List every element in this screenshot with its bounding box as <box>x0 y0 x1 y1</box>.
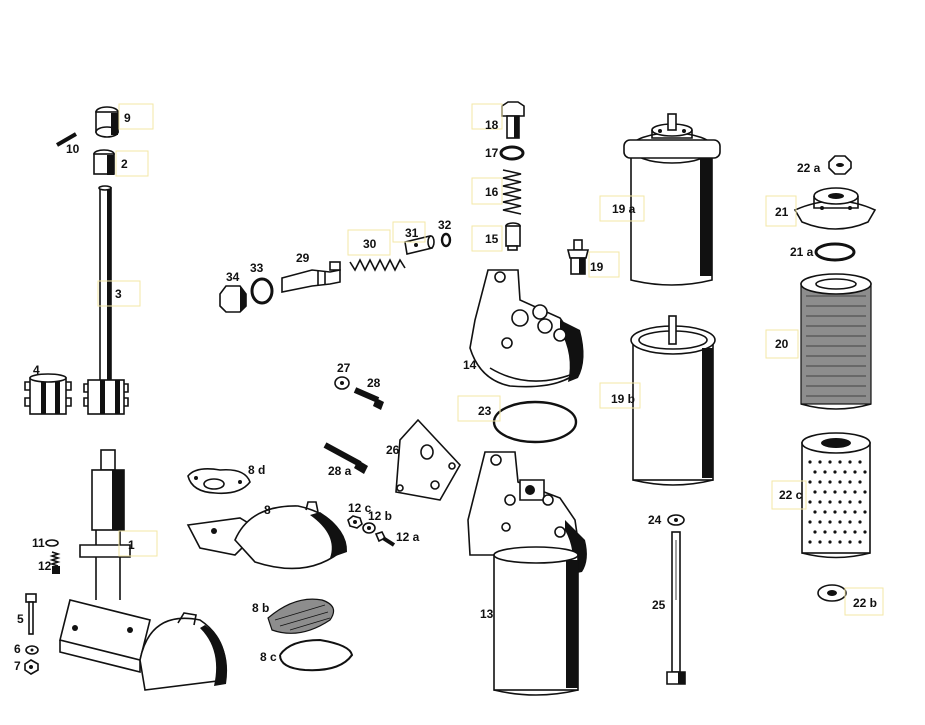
part-24-washer-icon <box>667 514 685 526</box>
part-12-spring-icon <box>49 551 61 574</box>
part-23-seal-ring-icon <box>492 400 578 444</box>
part-9-sleeve-icon <box>95 106 119 138</box>
part-12b-washer-icon <box>362 522 376 534</box>
part-16-spring-icon <box>502 169 522 215</box>
filter-canister-icon <box>623 113 721 286</box>
label-9: 9 <box>124 111 131 125</box>
part-33-seal-ring-icon <box>250 277 274 305</box>
label-19: 19 <box>590 260 604 274</box>
label-13: 13 <box>480 607 494 621</box>
part-27-washer-icon <box>334 376 350 390</box>
label-22a: 22 a <box>797 161 821 175</box>
part-25-center-bolt-icon <box>666 531 686 685</box>
label-boxes <box>97 103 884 616</box>
label-22b: 22 b <box>853 596 877 610</box>
label-21: 21 <box>775 205 789 219</box>
label-29: 29 <box>296 251 310 265</box>
part-22c-filter-element-icon <box>801 432 871 559</box>
oil-filter-housing-icon <box>469 269 584 388</box>
label-26: 26 <box>386 443 400 457</box>
part-8c-circlip-icon <box>279 638 354 672</box>
label-16: 16 <box>485 185 499 199</box>
label-12b: 12 b <box>368 509 392 523</box>
label-4: 4 <box>33 363 40 377</box>
label-1: 1 <box>128 538 135 552</box>
label-11: 11 <box>32 536 45 550</box>
label-3: 3 <box>115 287 122 301</box>
part-6-washer-icon <box>25 645 39 655</box>
oil-pump-assembly-icon <box>59 449 228 691</box>
label-25: 25 <box>652 598 666 612</box>
part-29-valve-piston-icon <box>281 261 341 293</box>
label-6: 6 <box>14 642 21 656</box>
part-7-nut-icon <box>24 659 39 675</box>
label-19b: 19 b <box>611 392 635 406</box>
label-7: 7 <box>14 659 21 673</box>
part-2-bushing-icon <box>93 149 115 175</box>
part-19-valve-icon <box>566 239 590 275</box>
filter-canister-19b-icon <box>630 315 716 486</box>
part-8b-screen-icon <box>267 598 335 634</box>
part-32-ring-icon <box>440 232 452 248</box>
part-21a-ring-icon <box>814 242 856 262</box>
part-22a-nut-icon <box>828 155 852 175</box>
label-28a: 28 a <box>328 464 352 478</box>
label-20: 20 <box>775 337 789 351</box>
part-13-filter-assembly-icon <box>467 451 587 696</box>
part-15-valve-icon <box>505 222 521 251</box>
label-33: 33 <box>250 261 264 275</box>
part-8-strainer-icon <box>186 501 348 570</box>
label-31: 31 <box>405 226 419 240</box>
label-18: 18 <box>485 118 499 132</box>
label-8b: 8 b <box>252 601 269 615</box>
filter-element-icon <box>800 273 872 410</box>
part-28a-bolt-icon <box>323 442 368 474</box>
part-12a-screw-icon <box>374 531 396 547</box>
label-32: 32 <box>438 218 452 232</box>
part-11-washer-icon <box>45 539 59 547</box>
part-12c-nut-icon <box>347 515 363 529</box>
part-34-plug-icon <box>219 285 247 313</box>
part-30-spring-icon <box>349 258 406 272</box>
label-17: 17 <box>485 146 499 160</box>
part-8d-gasket-icon <box>187 468 251 495</box>
label-8d: 8 d <box>248 463 265 477</box>
label-30: 30 <box>363 237 377 251</box>
label-8: 8 <box>264 503 271 517</box>
label-12a: 12 a <box>396 530 420 544</box>
label-34: 34 <box>226 270 240 284</box>
label-8c: 8 c <box>260 650 277 664</box>
label-10: 10 <box>66 142 80 156</box>
label-14: 14 <box>463 358 477 372</box>
label-2: 2 <box>121 157 128 171</box>
part-22b-washer-icon <box>817 584 847 602</box>
part-21-cover-icon <box>793 187 877 230</box>
label-5: 5 <box>17 612 24 626</box>
shaft-gear-icon <box>83 379 129 415</box>
label-12: 12 <box>38 559 52 573</box>
part-3-pump-shaft-icon <box>98 185 112 389</box>
label-23: 23 <box>478 404 492 418</box>
part-18-bleed-screw-icon <box>501 101 525 139</box>
part-10-pin-icon <box>55 132 78 147</box>
part-26-gasket-icon <box>395 418 461 501</box>
label-12c: 12 c <box>348 501 372 515</box>
label-24: 24 <box>648 513 662 527</box>
label-28: 28 <box>367 376 381 390</box>
label-22c: 22 c <box>779 488 803 502</box>
part-5-bolt-icon <box>25 593 37 635</box>
label-21a: 21 a <box>790 245 814 259</box>
label-19a: 19 a <box>612 202 636 216</box>
label-15: 15 <box>485 232 499 246</box>
part-17-ring-icon <box>499 145 525 161</box>
label-27: 27 <box>337 361 351 375</box>
part-4-pump-gear-icon <box>24 373 72 415</box>
part-28-bolt-icon <box>353 387 384 410</box>
